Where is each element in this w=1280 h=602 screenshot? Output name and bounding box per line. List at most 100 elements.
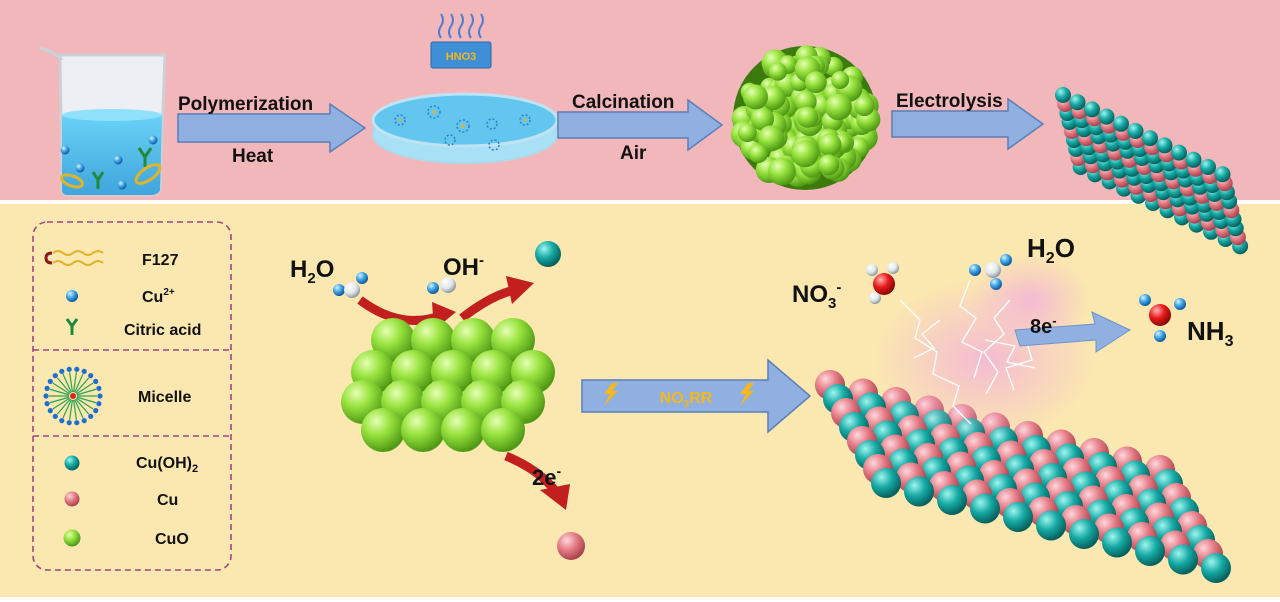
sphere-particle bbox=[854, 95, 875, 117]
lattice-atom bbox=[1098, 108, 1115, 125]
micelle-head bbox=[96, 385, 102, 391]
micelle-head bbox=[66, 420, 72, 426]
catalyst-atom bbox=[1201, 553, 1231, 583]
sphere-particle bbox=[737, 123, 757, 143]
micelle-head bbox=[44, 385, 50, 391]
micelle-chain bbox=[62, 399, 72, 419]
catalyst-atom bbox=[904, 476, 934, 507]
micelle-head bbox=[66, 366, 72, 372]
catalyst-atom bbox=[1135, 536, 1165, 566]
micelle-chain bbox=[56, 398, 71, 415]
catalyst-atom bbox=[871, 468, 901, 498]
micelle-head bbox=[81, 368, 87, 374]
legend-micelle: Micelle bbox=[138, 389, 191, 406]
electron-transfer-arrow bbox=[504, 451, 570, 510]
legend-cuo: CuO bbox=[155, 531, 189, 548]
micelle-chain bbox=[72, 399, 78, 420]
micelle-head bbox=[81, 418, 87, 424]
sphere-particle bbox=[825, 93, 852, 121]
no3rr-arrow bbox=[581, 358, 812, 434]
ammonia-molecule-icon bbox=[1139, 294, 1186, 342]
lattice-atom bbox=[1127, 123, 1144, 139]
catalyst-atom bbox=[937, 485, 967, 515]
micelle-icon bbox=[43, 366, 103, 426]
hydroxide-release-arrow bbox=[459, 276, 534, 322]
micelle-chain bbox=[76, 388, 97, 396]
sphere-particle bbox=[805, 71, 827, 94]
micelle-chain bbox=[74, 373, 84, 393]
sphere-particle bbox=[743, 84, 768, 110]
lattice-atom bbox=[1214, 166, 1231, 183]
legend-f127: F127 bbox=[142, 252, 179, 269]
sphere-particle bbox=[750, 107, 775, 131]
micelle-chain bbox=[49, 388, 70, 396]
cuo-particle bbox=[411, 318, 455, 362]
micelle-chain bbox=[56, 377, 71, 394]
micelle-chain bbox=[49, 396, 70, 404]
cuo-particle bbox=[491, 318, 535, 362]
micelle-chain bbox=[76, 396, 97, 404]
air-label: Air bbox=[620, 143, 647, 164]
legend-cu: Cu bbox=[157, 492, 178, 509]
catalyst-atom bbox=[1036, 510, 1066, 541]
electrochemical-glow bbox=[875, 255, 1095, 440]
lattice-atom bbox=[1142, 130, 1158, 147]
h2o-right-label: H2O bbox=[1027, 233, 1075, 267]
micelle-head bbox=[52, 373, 58, 379]
citric-acid-icon bbox=[65, 318, 79, 335]
lattice-atom bbox=[1171, 144, 1187, 161]
lattice-atom bbox=[1069, 94, 1086, 111]
hno3-label: HNO3 bbox=[446, 51, 477, 63]
calcination-label: Calcination bbox=[572, 92, 674, 113]
legend-citric-acid: Citric acid bbox=[124, 322, 201, 339]
sphere-particle bbox=[758, 125, 784, 152]
ammonia-production-arrow bbox=[1014, 311, 1132, 353]
sphere-particle bbox=[794, 90, 817, 113]
micelle-head bbox=[43, 393, 49, 399]
micelle-head bbox=[88, 373, 94, 379]
micelle-chain bbox=[75, 377, 90, 394]
ammonia-label: NH3 bbox=[1187, 316, 1234, 350]
micelle-chain bbox=[52, 382, 70, 395]
lattice-atom bbox=[1113, 115, 1129, 132]
micelle-head bbox=[96, 401, 102, 407]
h2o-left-label: H2O bbox=[290, 256, 334, 287]
micelle-chain bbox=[76, 397, 94, 410]
hydroxide-label: OH- bbox=[443, 252, 484, 281]
legend-cuoh2: Cu(OH)2 bbox=[136, 455, 198, 475]
hno3-vapor-icon bbox=[430, 13, 492, 69]
sphere-particle bbox=[818, 154, 840, 176]
cuoh2-atom-icon bbox=[64, 455, 80, 471]
beaker-icon bbox=[39, 46, 167, 197]
polymerization-arrow bbox=[177, 102, 367, 154]
cuo-particle bbox=[441, 408, 485, 452]
micelle-head bbox=[74, 420, 80, 426]
released-cu-atom bbox=[557, 532, 585, 560]
nitrate-label: NO3- bbox=[792, 279, 841, 312]
cuo-atom-icon bbox=[63, 529, 81, 547]
micelle-chain bbox=[62, 373, 72, 393]
sphere-particle bbox=[748, 144, 768, 164]
lattice-atom bbox=[1084, 101, 1100, 118]
sphere-particle bbox=[761, 85, 786, 111]
micelle-head bbox=[52, 413, 58, 419]
cuo-particle-cluster-icon bbox=[341, 318, 555, 452]
sphere-particle bbox=[791, 140, 819, 168]
micelle-head bbox=[97, 393, 103, 399]
micelle-chain bbox=[74, 399, 84, 419]
porous-cuo-sphere-icon bbox=[730, 45, 881, 190]
legend-cu2: Cu2+ bbox=[142, 287, 175, 306]
calcination-arrow bbox=[557, 98, 724, 152]
eight-electron-label: 8e- bbox=[1030, 313, 1057, 338]
cu-atom-icon bbox=[64, 491, 80, 507]
micelle-head bbox=[93, 378, 99, 384]
micelle-head bbox=[44, 401, 50, 407]
micelle-chain bbox=[76, 382, 94, 395]
water-molecule-left-icon bbox=[333, 272, 368, 298]
sphere-particle bbox=[768, 62, 788, 81]
petri-dish-icon bbox=[371, 92, 559, 164]
micelle-head bbox=[59, 368, 65, 374]
lattice-atom bbox=[1055, 87, 1071, 103]
cuo-particle bbox=[361, 408, 405, 452]
micelle-head bbox=[47, 378, 53, 384]
